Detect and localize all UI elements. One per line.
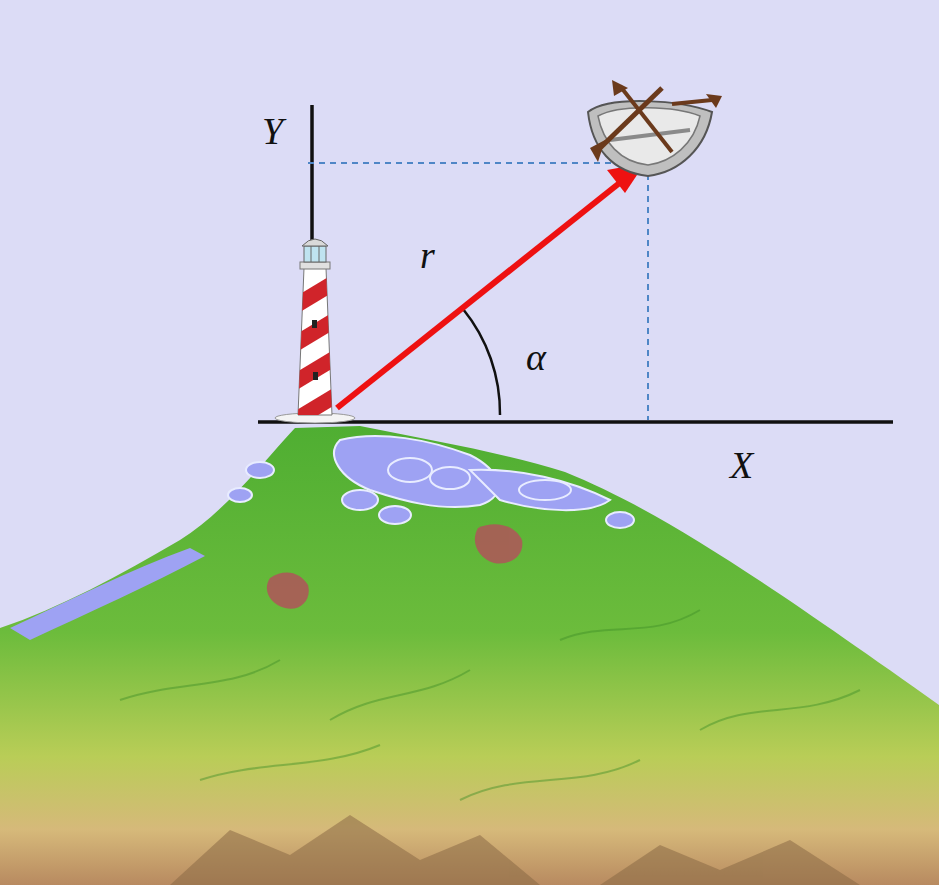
vector-label-holder: r (420, 236, 435, 274)
angle-arc (463, 309, 500, 415)
terrain-relief (120, 610, 860, 800)
delta-lagoons (228, 436, 634, 528)
y-axis (310, 105, 314, 262)
axis-label: Y (262, 112, 283, 150)
towns (267, 524, 523, 609)
axis-label-holder: X (730, 446, 753, 484)
rowing-boat (588, 80, 722, 176)
position-vector (337, 181, 622, 408)
projection-line (647, 163, 649, 420)
mountain-relief (170, 815, 860, 885)
axis-label: X (730, 446, 753, 484)
projection-line (308, 162, 645, 164)
x-axis (258, 420, 893, 424)
river-channel (10, 548, 205, 640)
land (0, 426, 939, 885)
angle-label-holder: α (526, 338, 546, 376)
vector-label: r (420, 236, 435, 274)
angle-label: α (526, 338, 546, 376)
axis-label-holder: Y (262, 112, 283, 150)
